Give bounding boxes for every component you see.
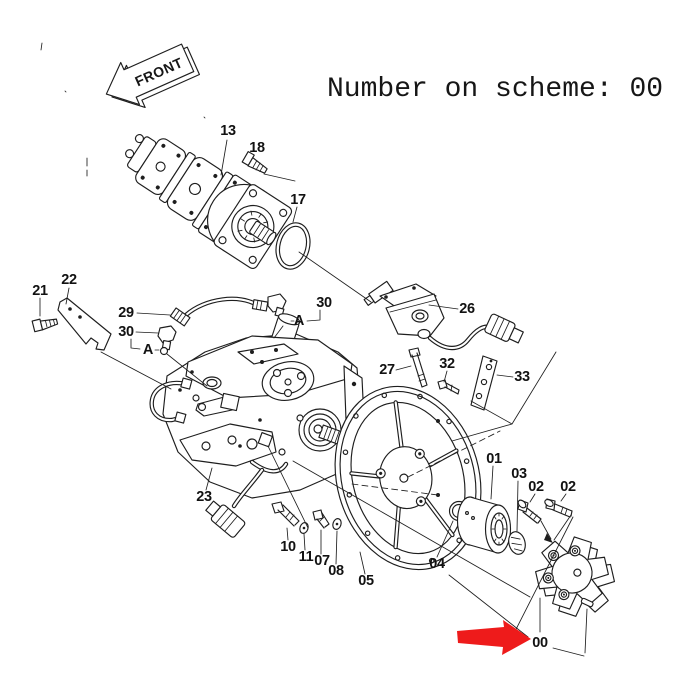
- part-label-A: A: [142, 342, 154, 358]
- page-title: Number on scheme: 00: [327, 74, 664, 105]
- part-label-29: 29: [118, 305, 134, 321]
- part-label-17: 17: [290, 192, 306, 208]
- part-label-03: 03: [511, 466, 527, 482]
- plate-33: [470, 355, 498, 411]
- leader-lines: [39, 139, 588, 657]
- bolt-10: [271, 501, 300, 527]
- hub-01: [456, 496, 512, 554]
- pump-23: [149, 313, 367, 538]
- scan-specks: [40, 42, 206, 177]
- disc-03: [508, 531, 526, 555]
- part-label-11: 11: [298, 549, 314, 565]
- part-label-02: 02: [528, 479, 544, 495]
- bolt-27: [408, 347, 428, 388]
- part-label-30: 30: [118, 324, 134, 340]
- front-arrow: FRONT: [105, 43, 201, 109]
- part-label-02: 02: [560, 479, 576, 495]
- part-label-21: 21: [32, 283, 48, 299]
- pin: [580, 597, 594, 608]
- bolt-21: [31, 318, 59, 333]
- washer-08: [332, 518, 342, 530]
- part-label-04: 04: [429, 556, 445, 572]
- part-label-33: 33: [514, 369, 530, 385]
- part-label-05: 05: [358, 573, 374, 589]
- part-label-18: 18: [249, 140, 265, 156]
- bolt-07: [312, 509, 330, 529]
- pump-13: [125, 134, 293, 270]
- part-label-30: 30: [316, 295, 332, 311]
- part-label-26: 26: [459, 301, 475, 317]
- part-label-32: 32: [439, 356, 455, 372]
- part-label-27: 27: [379, 362, 395, 378]
- highlight-arrow: [457, 620, 531, 655]
- part-label-08: 08: [328, 563, 344, 579]
- bolt-32: [437, 379, 460, 395]
- bolt-18: [241, 150, 268, 174]
- coupling-00: [535, 536, 616, 617]
- solenoid-26: [363, 280, 524, 351]
- part-label-07: 07: [314, 553, 330, 569]
- part-label-23: 23: [196, 489, 212, 505]
- port-a-marker-left: [159, 346, 169, 356]
- part-label-10: 10: [280, 539, 296, 555]
- part-label-00: 00: [532, 635, 548, 651]
- part-label-13: 13: [220, 123, 236, 139]
- bolt-02-left: [517, 499, 542, 524]
- part-label-A: A: [293, 313, 305, 329]
- part-label-22: 22: [61, 272, 77, 288]
- part-label-01: 01: [486, 451, 502, 467]
- oring-17: [275, 222, 311, 270]
- bracket-22: [57, 297, 112, 351]
- bolt-02-right: [544, 498, 573, 518]
- axis-dashes: [351, 419, 501, 497]
- flywheel-05: [334, 385, 482, 571]
